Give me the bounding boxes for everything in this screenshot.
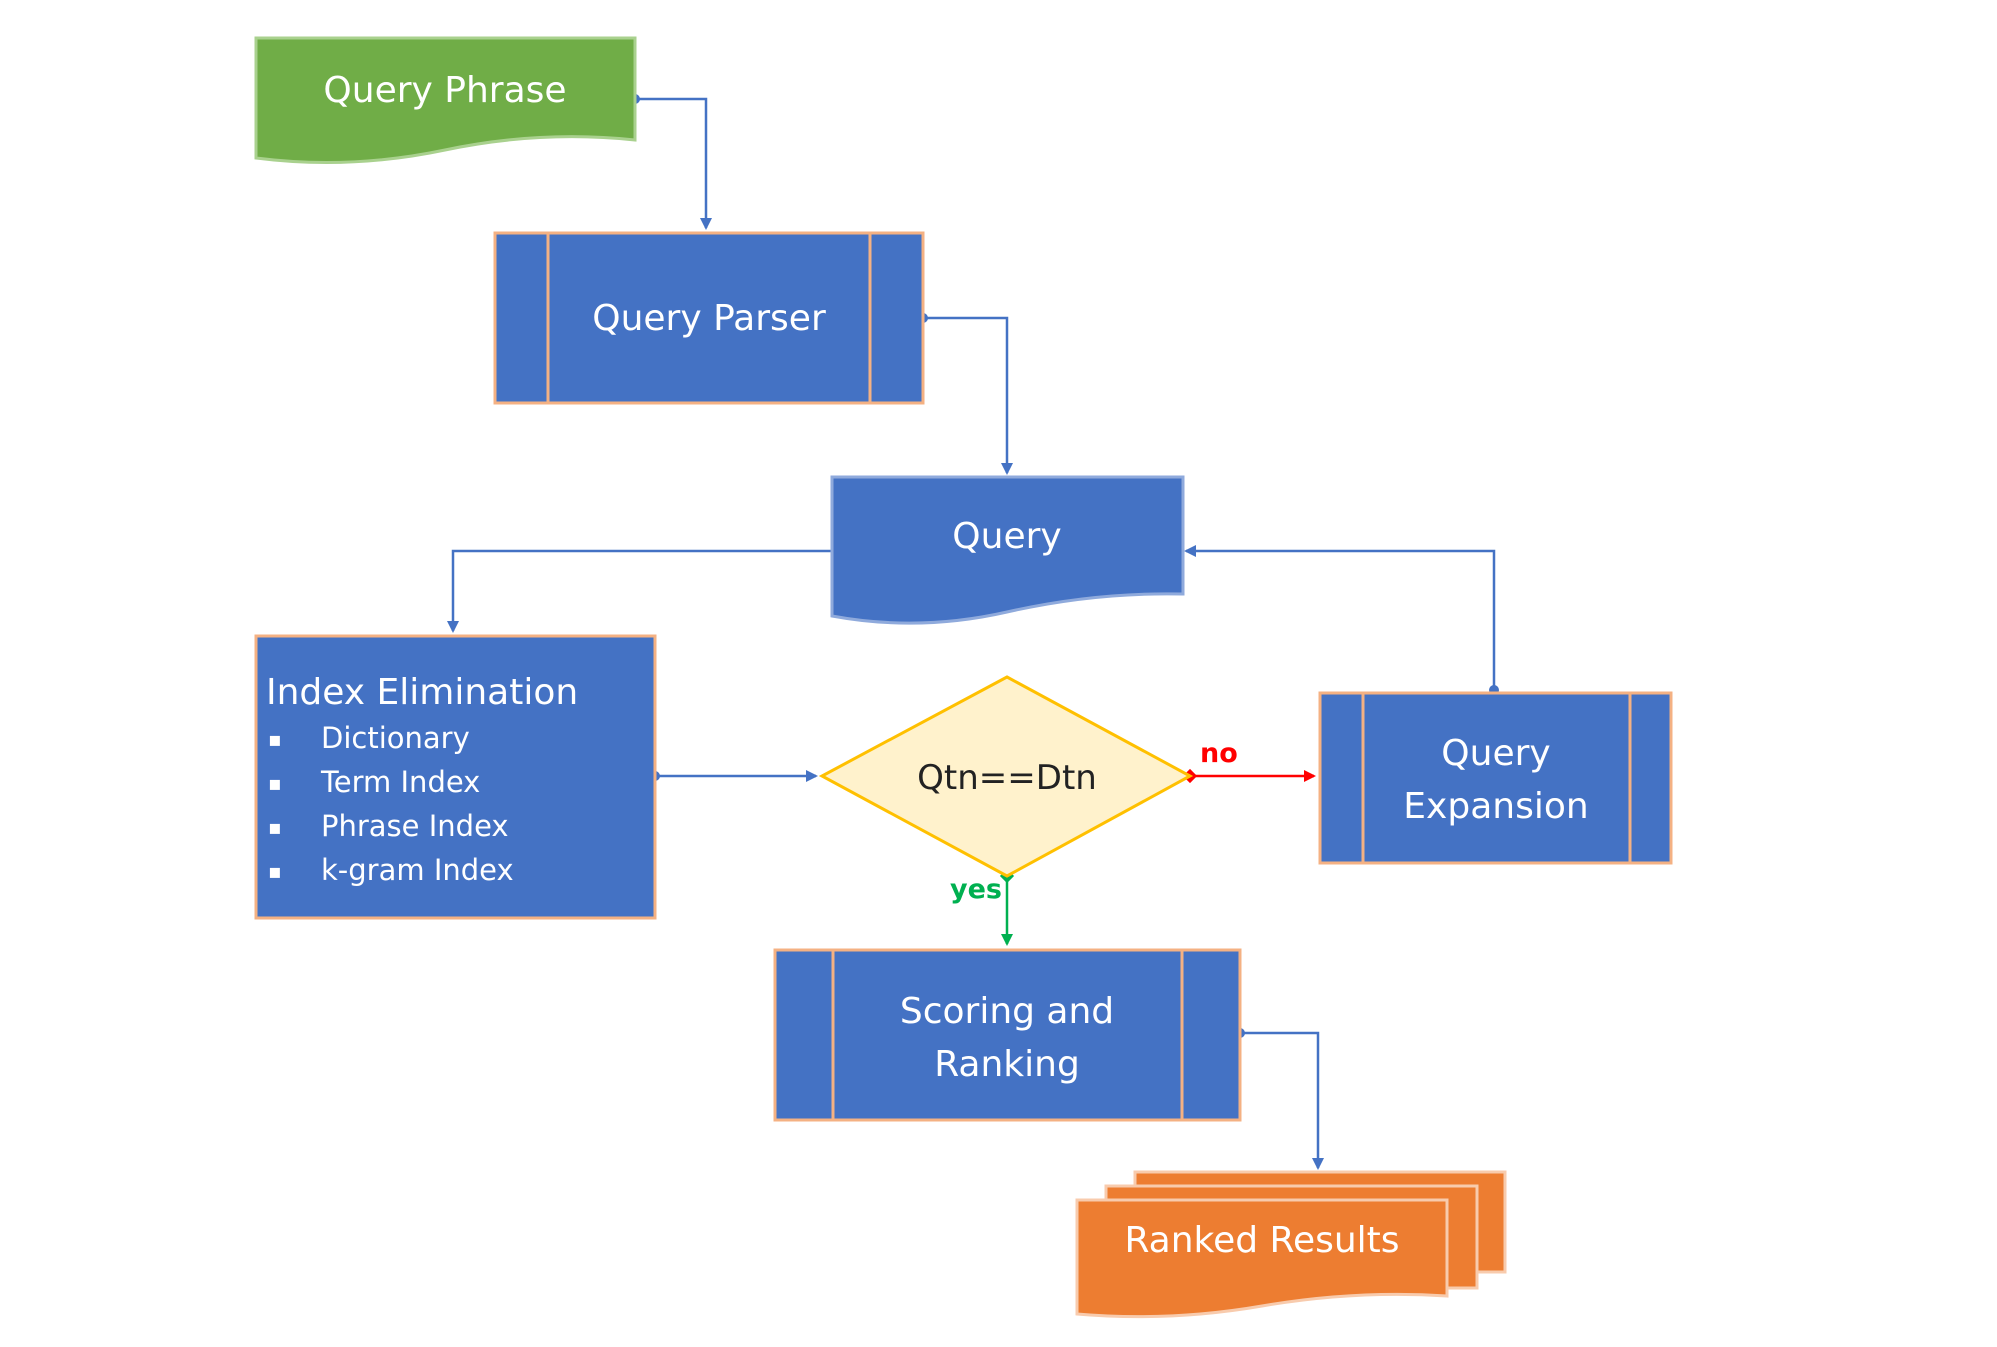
node-decision[interactable]: Qtn==Dtn — [818, 675, 1194, 878]
edge-scoring-to-results — [1240, 1031, 1324, 1170]
index-item-phrase-index: Phrase Index — [321, 809, 509, 843]
bullet-icon: ▪ — [268, 727, 282, 751]
ranked-results-label: Ranked Results — [1124, 1220, 1399, 1261]
query-shape — [830, 475, 1185, 625]
query-parser-label: Query Parser — [592, 298, 826, 339]
node-scoring-ranking[interactable]: Scoring and Ranking — [773, 948, 1242, 1122]
index-elimination-title: Index Elimination — [266, 672, 578, 713]
decision-shape — [818, 675, 1194, 878]
decision-label: Qtn==Dtn — [917, 758, 1097, 798]
node-ranked-results[interactable]: Ranked Results — [1075, 1170, 1507, 1319]
query-expansion-label-line2: Expansion — [1403, 786, 1588, 827]
query-expansion-shape — [1318, 691, 1673, 865]
bullet-icon: ▪ — [268, 771, 282, 795]
bullet-icon: ▪ — [268, 859, 282, 883]
query-phrase-label: Query Phrase — [323, 70, 566, 111]
index-item-dictionary: Dictionary — [321, 721, 470, 755]
edge-phrase-to-parser — [635, 97, 712, 230]
node-query-expansion[interactable]: Query Expansion — [1318, 691, 1673, 865]
edge-label-yes: yes — [950, 874, 1002, 905]
node-query-parser[interactable]: Query Parser — [493, 231, 925, 405]
node-query[interactable]: Query — [830, 475, 1185, 625]
index-elimination-shape — [254, 634, 657, 920]
query-label: Query — [952, 516, 1061, 557]
query-phrase-shape — [254, 36, 637, 164]
scoring-label-line2: Ranking — [934, 1044, 1080, 1085]
edge-parser-to-query — [923, 316, 1013, 475]
node-query-phrase[interactable]: Query Phrase — [254, 36, 637, 164]
ranked-results-front-sheet — [1075, 1198, 1449, 1319]
edge-query-to-index — [447, 549, 832, 633]
index-item-term-index: Term Index — [320, 765, 480, 799]
query-parser-shape — [493, 231, 925, 405]
scoring-label-line1: Scoring and — [900, 991, 1114, 1032]
scoring-shape — [773, 948, 1242, 1122]
index-item-kgram-index: k-gram Index — [321, 853, 514, 887]
query-expansion-label-line1: Query — [1441, 733, 1550, 774]
edge-label-no: no — [1200, 738, 1238, 769]
edge-expansion-to-query — [1184, 545, 1496, 690]
node-index-elimination[interactable]: Index Elimination ▪ Dictionary ▪ Term In… — [254, 634, 657, 920]
bullet-icon: ▪ — [268, 815, 282, 839]
